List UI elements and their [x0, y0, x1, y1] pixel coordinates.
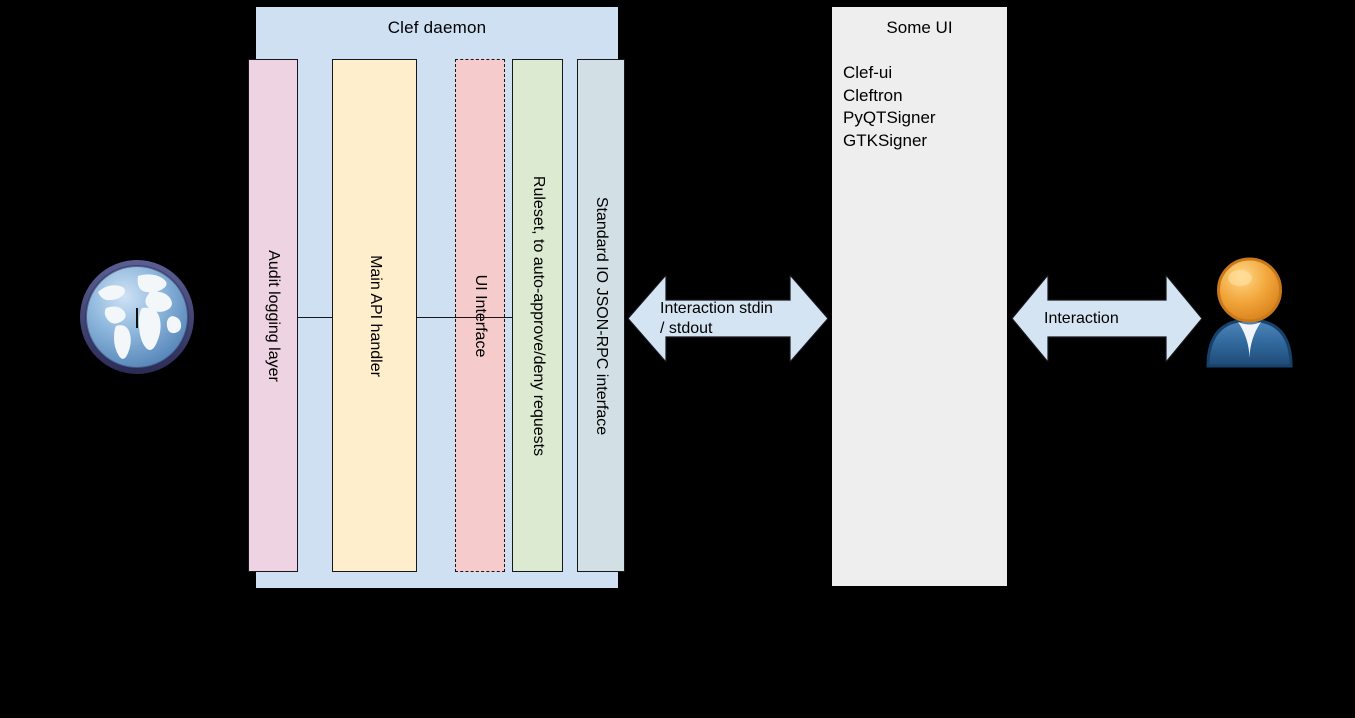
list-item: GTKSigner — [843, 130, 928, 150]
some-ui-title: Some UI — [886, 18, 953, 37]
list-item: Clef-ui — [843, 63, 893, 82]
some-ui-list: Clef-ui Cleftron PyQTSigner GTKSigner — [843, 62, 936, 152]
list-item: Cleftron — [843, 85, 903, 105]
arrow-label: Interaction — [1044, 309, 1119, 327]
column-audit-logging-layer[interactable]: Audit logging layer — [248, 59, 298, 572]
column-label: UI Interface — [472, 274, 489, 357]
column-label: Audit logging layer — [265, 249, 282, 382]
some-ui-panel — [832, 7, 1007, 586]
globe-icon — [76, 256, 198, 378]
column-label: Ruleset, to auto-approve/deny requests — [529, 175, 547, 456]
column-main-api-handler[interactable]: Main API handler — [332, 59, 417, 572]
column-ui-interface[interactable]: UI Interface — [455, 59, 505, 572]
column-standard-io-jsonrpc-interface[interactable]: Standard IO JSON-RPC interface — [577, 59, 625, 572]
column-label: Main API handler — [366, 254, 384, 377]
arrow-label: Interaction stdin / stdout — [660, 299, 773, 337]
list-item: PyQTSigner — [843, 108, 936, 127]
column-ruleset[interactable]: Ruleset, to auto-approve/deny requests — [512, 59, 563, 572]
connector-api-to-ruleset — [416, 317, 513, 318]
arrow-interaction-stdio: Interaction stdin / stdout — [628, 275, 828, 362]
user-icon — [1202, 252, 1297, 370]
arrow-interaction-user: Interaction — [1012, 275, 1202, 362]
clef-daemon-container — [256, 7, 618, 588]
connector-audit-to-api — [297, 317, 333, 318]
column-label: Standard IO JSON-RPC interface — [593, 196, 610, 435]
clef-daemon-title: Clef daemon — [387, 18, 487, 37]
